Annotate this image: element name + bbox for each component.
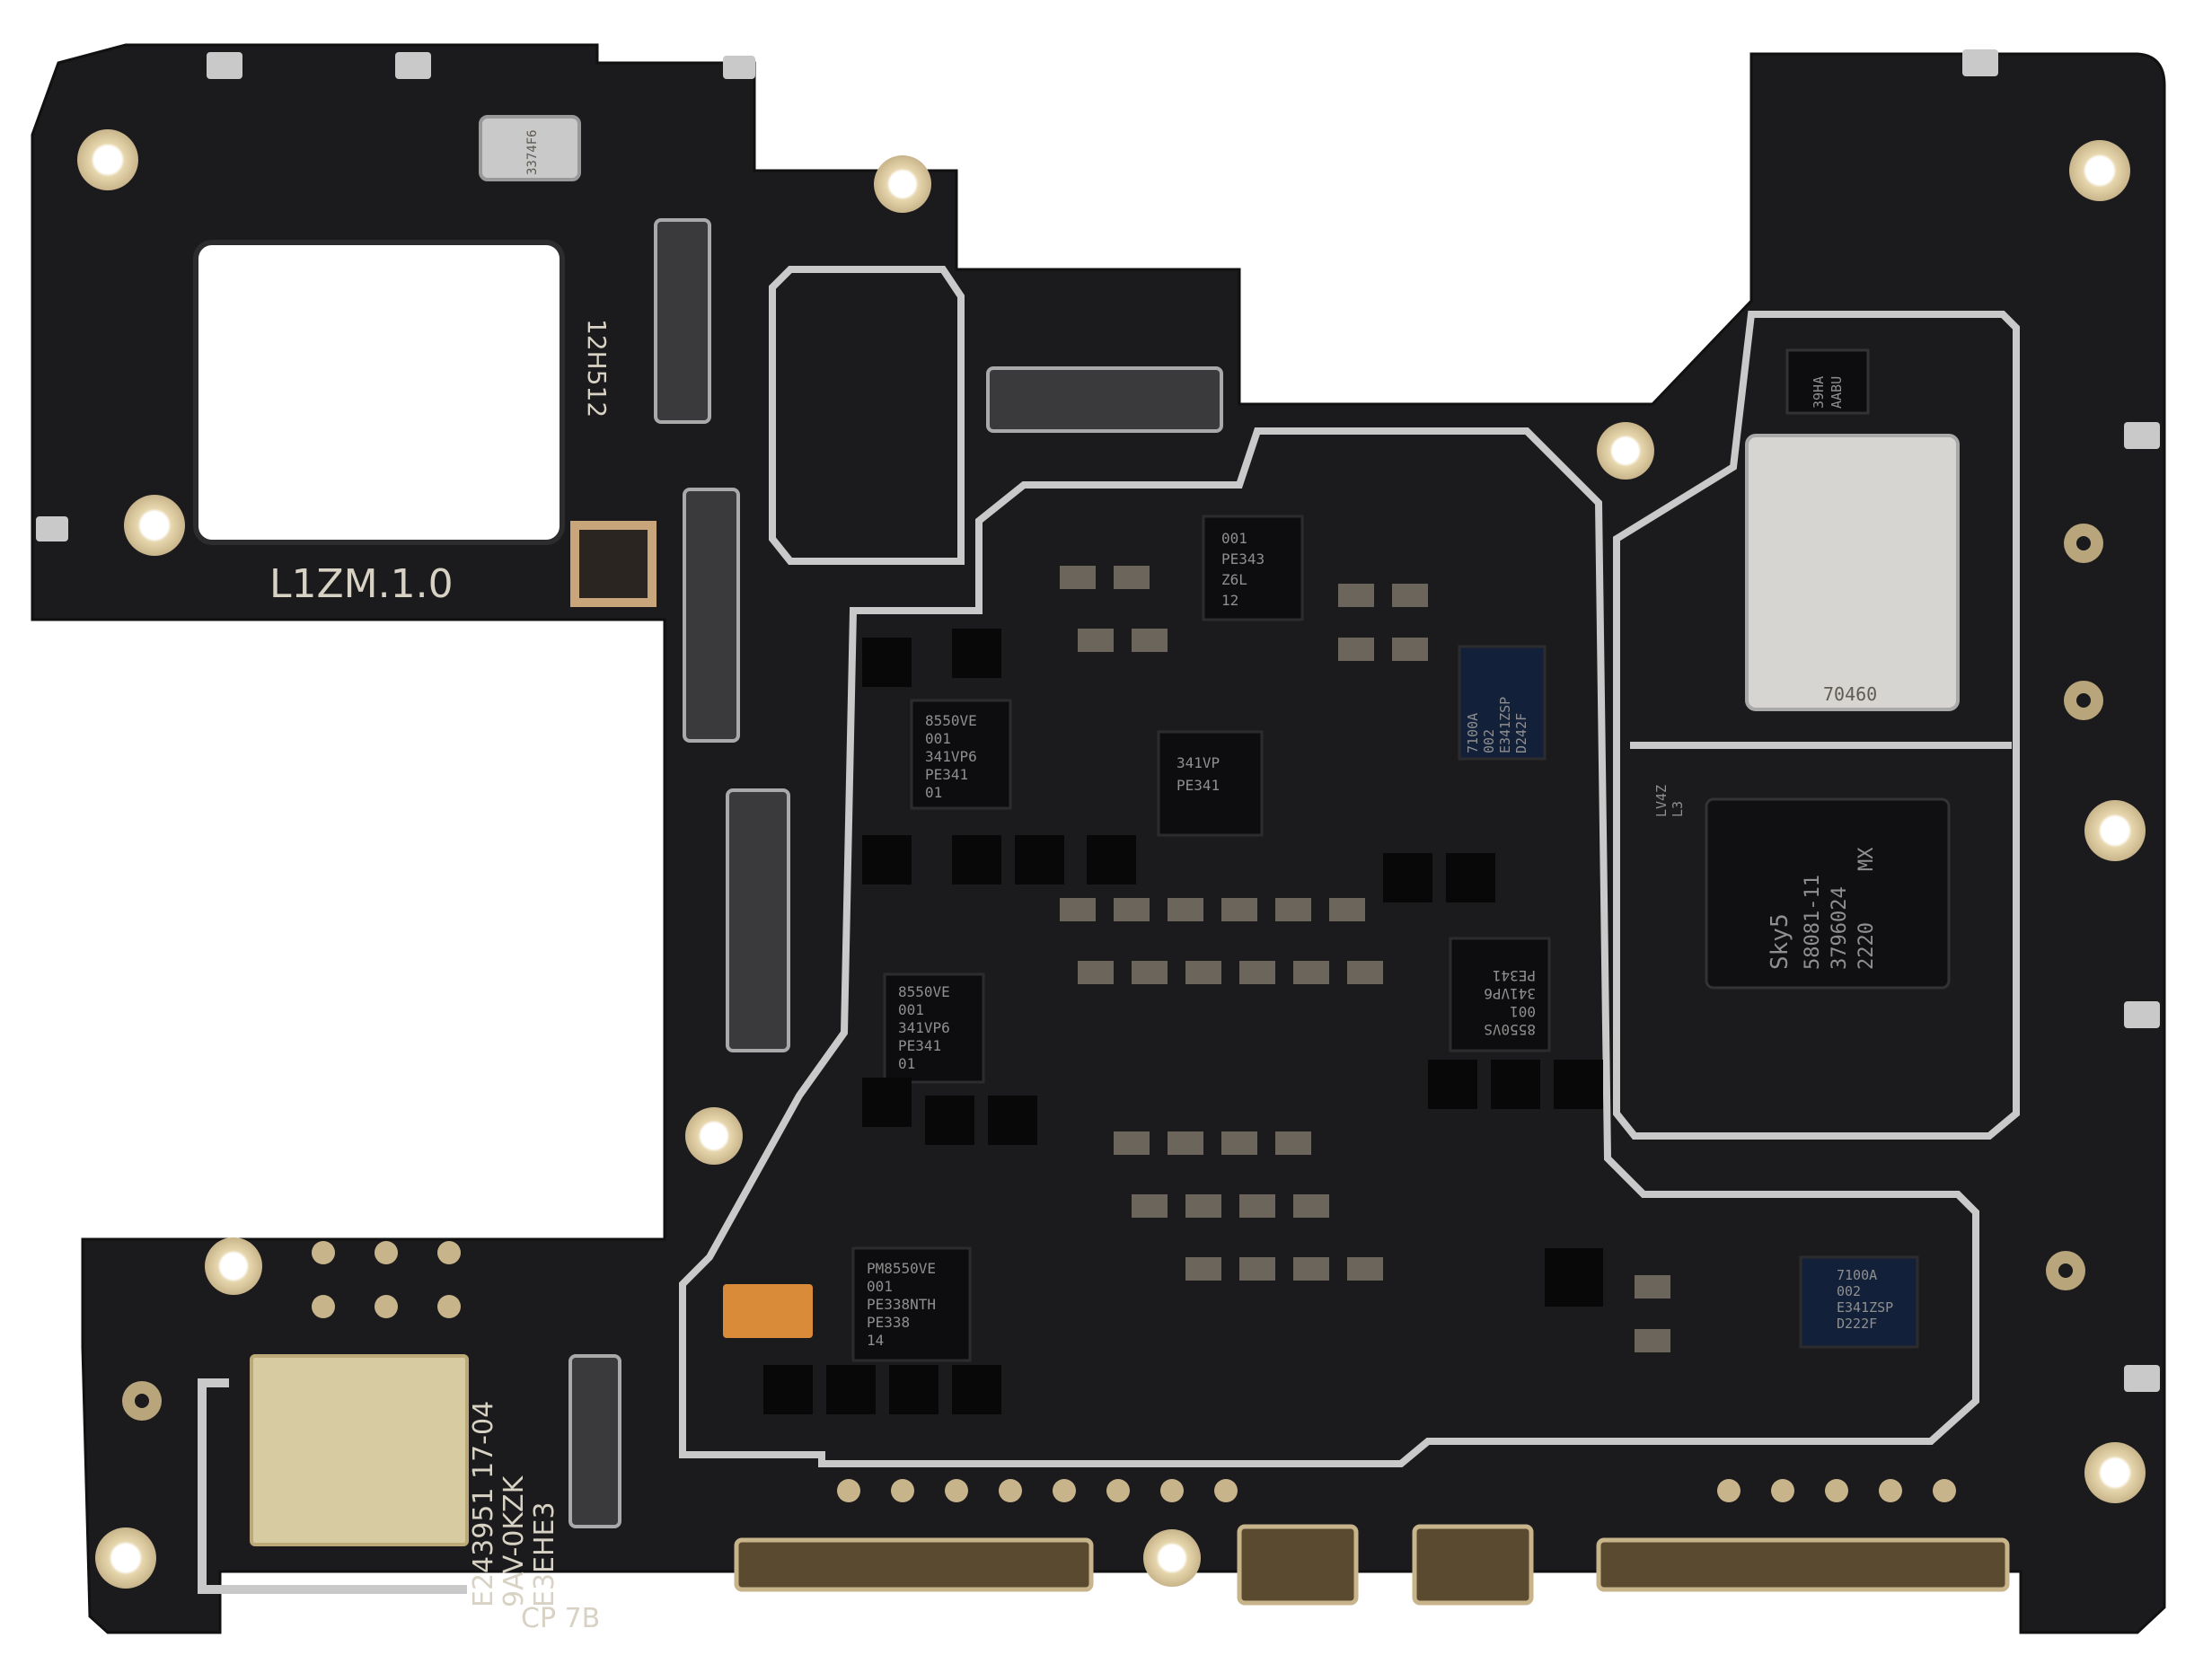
svg-text:001: 001 bbox=[1510, 1003, 1536, 1020]
svg-text:PE338NTH: PE338NTH bbox=[867, 1296, 936, 1313]
svg-text:58081-11: 58081-11 bbox=[1802, 875, 1824, 970]
label-line-2: 9AV-0KZK bbox=[498, 1475, 530, 1607]
svg-text:8550VE: 8550VE bbox=[925, 712, 977, 729]
svg-text:12: 12 bbox=[1221, 592, 1238, 609]
btb-connectors bbox=[568, 218, 1223, 1528]
sticker-shield-trace bbox=[198, 1378, 467, 1594]
pmic-bottom-marking: PM8550VE 001 PE338NTH PE338 14 bbox=[867, 1260, 936, 1349]
svg-text:PE343: PE343 bbox=[1221, 550, 1265, 568]
pmic-chips bbox=[851, 515, 1919, 1362]
svg-text:001: 001 bbox=[1221, 530, 1247, 547]
svg-text:3796024: 3796024 bbox=[1829, 886, 1851, 970]
camera-cutout bbox=[193, 240, 565, 545]
svg-text:Z6L: Z6L bbox=[1221, 571, 1247, 588]
svg-text:LV4Z: LV4Z bbox=[1653, 785, 1670, 817]
svg-text:001: 001 bbox=[925, 730, 951, 747]
svg-text:PE338: PE338 bbox=[867, 1314, 910, 1331]
svg-text:E341ZSP: E341ZSP bbox=[1497, 697, 1513, 753]
mounting-hole bbox=[685, 1107, 743, 1165]
mounting-hole bbox=[2084, 1442, 2146, 1503]
svg-text:001: 001 bbox=[898, 1001, 924, 1018]
svg-text:E341ZSP: E341ZSP bbox=[1837, 1299, 1893, 1316]
svg-text:341VP6: 341VP6 bbox=[925, 748, 977, 765]
coax-connectors bbox=[122, 524, 2103, 1421]
mounting-hole bbox=[2069, 140, 2130, 201]
svg-text:01: 01 bbox=[925, 784, 942, 801]
test-pads bbox=[312, 1241, 1956, 1502]
svg-text:D242F: D242F bbox=[1513, 713, 1529, 753]
label-line-3: E3EHE3 bbox=[529, 1501, 560, 1607]
mounting-hole bbox=[1597, 422, 1654, 480]
svg-text:Sky5: Sky5 bbox=[1767, 913, 1793, 970]
svg-text:14: 14 bbox=[867, 1332, 884, 1349]
pmic-top-marking: 001 PE343 Z6L 12 bbox=[1221, 530, 1265, 609]
memory-chip bbox=[1785, 348, 1870, 415]
board-side-code: 12H512 bbox=[582, 319, 612, 418]
sensor-marking: 3374F6 bbox=[525, 129, 540, 175]
svg-text:01: 01 bbox=[898, 1055, 915, 1072]
svg-text:39HA: 39HA bbox=[1811, 376, 1827, 409]
svg-text:8550VS: 8550VS bbox=[1484, 1021, 1536, 1038]
pa-bottom-marking: 7100A 002 E341ZSP D222F bbox=[1837, 1267, 1893, 1332]
pmic-lower-right-marking: 8550VS 001 341VP6 PE341 bbox=[1484, 967, 1536, 1038]
svg-text:D222F: D222F bbox=[1837, 1316, 1877, 1332]
soc-shield-marking: 70460 bbox=[1823, 683, 1877, 705]
svg-text:8550VE: 8550VE bbox=[898, 983, 950, 1000]
rf-shields bbox=[679, 266, 2020, 1467]
pa-top-marking: 7100A 002 E341ZSP D242F bbox=[1465, 697, 1529, 753]
memory-marking: 39HA AABU bbox=[1811, 376, 1845, 409]
mounting-hole bbox=[205, 1237, 262, 1295]
svg-text:002: 002 bbox=[1481, 729, 1497, 753]
svg-text:L3: L3 bbox=[1670, 801, 1686, 817]
soc-shield bbox=[1745, 434, 1960, 711]
svg-text:2220: 2220 bbox=[1855, 922, 1878, 970]
mounting-hole bbox=[77, 129, 138, 190]
datamatrix-code bbox=[570, 521, 657, 607]
passive-components bbox=[1060, 566, 1670, 1352]
mounting-hole bbox=[2084, 800, 2146, 861]
svg-text:341VP6: 341VP6 bbox=[1484, 985, 1536, 1002]
mounting-holes bbox=[77, 129, 2146, 1589]
label-line-1: E243951 17-04 bbox=[468, 1401, 499, 1607]
svg-text:PE341: PE341 bbox=[1177, 777, 1220, 794]
svg-text:7100A: 7100A bbox=[1837, 1267, 1877, 1283]
rf-module bbox=[1705, 797, 1951, 990]
svg-text:PM8550VE: PM8550VE bbox=[867, 1260, 936, 1277]
rf-module-marking: Sky5 58081-11 3796024 2220 MX bbox=[1767, 847, 1878, 970]
svg-text:7100A: 7100A bbox=[1465, 713, 1481, 753]
svg-text:PE341: PE341 bbox=[898, 1037, 941, 1054]
svg-text:341VP: 341VP bbox=[1177, 754, 1220, 771]
cp-label: CP 7B bbox=[521, 1603, 600, 1634]
mounting-hole bbox=[95, 1527, 156, 1589]
pmic-lower-left-marking: 8550VE 001 341VP6 PE341 01 bbox=[898, 983, 950, 1072]
svg-text:002: 002 bbox=[1837, 1283, 1861, 1299]
svg-text:001: 001 bbox=[867, 1278, 893, 1295]
svg-text:341VP6: 341VP6 bbox=[898, 1019, 950, 1036]
board-model-label: L1ZM.1.0 bbox=[269, 561, 454, 607]
pmic-left-marking: 8550VE 001 341VP6 PE341 01 bbox=[925, 712, 977, 801]
pmic-center-marking: 341VP PE341 bbox=[1177, 754, 1220, 794]
side-ic-marking: LV4Z L3 bbox=[1653, 785, 1686, 817]
bottom-connectors bbox=[734, 1524, 2010, 1606]
svg-text:MX: MX bbox=[1855, 847, 1878, 871]
svg-text:PE341: PE341 bbox=[1493, 967, 1536, 984]
orange-flex-pad bbox=[723, 1284, 813, 1338]
mounting-hole bbox=[874, 155, 931, 213]
label-sticker bbox=[250, 1354, 469, 1546]
inductors bbox=[763, 629, 1603, 1414]
small-sensor bbox=[479, 115, 581, 181]
mounting-hole bbox=[124, 495, 185, 556]
svg-text:AABU: AABU bbox=[1829, 376, 1845, 409]
antenna-contacts bbox=[36, 49, 2160, 1392]
mounting-hole bbox=[1143, 1529, 1201, 1587]
svg-text:PE341: PE341 bbox=[925, 766, 968, 783]
